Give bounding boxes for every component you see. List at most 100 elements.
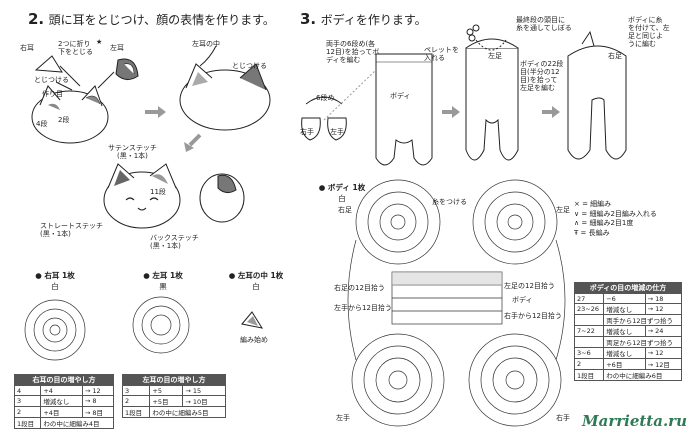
satin-stitch-label: サテンステッチ (黒・1本) [108,144,157,160]
left-inner-label: 左耳の中 [192,40,220,48]
table-cell: 増減なし [603,325,646,337]
eyes-label: 作り目 [42,90,63,98]
straight-stitch-label: ストレートステッチ (黒・1本) [40,222,103,238]
table-cell: → 12 [81,385,115,396]
table-cell: 増減なし [40,395,83,407]
chart-left-leg-label: 左足 [556,206,570,214]
chart-left-hand-label: 左手 [336,414,350,422]
table-row: 2+5目→ 10目 [121,395,226,407]
table-cell: わの中に細編み5目 [149,406,226,418]
table-cell: → 12 [644,347,683,359]
step2-title: 頭に耳をとじつけ、顔の表情を作ります。 [48,13,275,27]
left-inner-caption-title: ● 左耳の中 1枚 [228,271,284,280]
left-pick-label: 左足の12目拾う [504,282,555,290]
right-ear-caption-title: ● 右耳 1枚 [35,271,75,280]
table-cell: 27 [573,293,605,304]
left-inner-caption: ● 左耳の中 1枚 白 [216,270,296,292]
table-row: 27−6→ 18 [573,293,683,304]
left-hand-pick-label: 左手から12目拾う [334,304,392,312]
table-cell [573,336,605,348]
row4-label: 4段 [36,120,48,128]
table-row: 1段目わの中に細編み5目 [121,406,226,418]
row11-label: 11段 [150,188,166,196]
table-row: 1段目わの中に細編み6目 [573,369,682,381]
table-cell: +5 [149,385,184,396]
row6-label: 6段め [316,94,335,102]
table-cell: 増減なし [603,347,646,359]
table-cell: → 18 [644,293,683,304]
table-cell: 増減なし [603,303,646,315]
body-chart-title: ● ボディ 1枚 [318,183,366,192]
table-cell: → 8目 [81,406,115,418]
left-ear-table-header: 左耳の目の増やし方 [122,374,226,386]
table-cell: 1段目 [13,417,42,429]
table-cell: +4目 [40,406,83,418]
table-cell: 両手から12目ずつ拾う [603,314,682,326]
body22-label: ボディの22段 目(半分の12 目)を拾って 左足を編む [520,60,564,92]
stitch-legend: × = 細編み ∨ = 細編み2目編み入れる ∧ = 細編み2目1度 Ŧ = 長… [574,200,657,238]
legend-item: ∨ = 細編み2目編み入れる [574,209,657,218]
body-chart-color: 白 [338,194,346,203]
table-cell: +5目 [149,395,184,407]
attach-yarn-label: 糸をつける [432,198,467,206]
table-row: 2+6目→ 12目 [573,358,683,370]
table-cell: 1段目 [121,406,151,418]
table-cell: +6目 [603,358,646,370]
fold-label: 2つに折り 下をとじる [58,40,93,56]
chart-body-label: ボディ [512,296,533,304]
chart-right-leg-label: 右足 [338,206,352,214]
attach-label: ボディに糸 を付けて、左 足と同じよ うに編む [628,16,670,48]
right-pick-label: 右足の12目拾う [334,284,385,292]
table-cell: 4 [13,385,42,396]
table-cell: 1段目 [573,369,605,381]
hand-right-label: 右手 [300,128,314,136]
pellet-label: ペレットを 入れる [424,46,459,62]
hand-left-label: 左手 [330,128,344,136]
thread-label: 最終段の頭目に 糸を通してしぼる [516,16,572,32]
table-cell: 3 [121,385,151,396]
right-ear-caption: ● 右耳 1枚 白 [20,270,90,292]
left-ear-caption-color: 黒 [159,282,167,291]
step2-heading: 2. 頭に耳をとじつけ、顔の表情を作ります。 [28,10,275,28]
table-cell: → 24 [644,325,683,337]
table-cell: → 10目 [182,395,226,407]
left-leg-label: 左足 [488,52,502,60]
legend-item: Ŧ = 長編み [574,228,610,237]
table-cell: 2 [13,406,42,418]
chart-right-hand-label: 右手 [556,414,570,422]
table-row: 4+4→ 12 [13,385,115,396]
left-inner-caption-color: 白 [252,282,260,291]
row2-label: 2段 [58,116,70,124]
table-cell: わの中に細編み4目 [40,417,114,429]
table-cell: 3 [13,395,42,407]
table-cell: → 15 [182,385,226,396]
right-hand-pick-label: 右手から12目拾う [504,312,562,320]
watermark: Marrietta.ru [582,412,687,430]
table-cell: 3~6 [573,347,605,359]
pick-hands-label: 両手の6段め(各 12目)を拾ってボ ディを編む [326,40,380,64]
step3-heading: 3. ボディを作ります。 [300,10,427,28]
table-cell: → 12 [644,303,683,315]
step3-number: 3. [300,10,317,28]
sew-label-2: とじつける [232,62,267,70]
table-row: 3+5→ 15 [121,385,226,396]
table-row: 1段目わの中に細編み4目 [13,417,114,429]
step2-number: 2. [28,10,45,28]
right-ear-label: 右耳 [20,44,34,52]
table-cell: → 12目 [644,358,683,370]
left-ear-label: 左耳 [110,44,124,52]
body-label: ボディ [390,92,411,100]
right-ear-caption-color: 白 [51,282,59,291]
step3-title: ボディを作ります。 [320,13,427,27]
table-cell: +4 [40,385,83,396]
legend-item: ∧ = 細編み2目1度 [574,219,634,227]
table-row: 両手から12目ずつ拾う [573,314,682,326]
table-cell: 7~22 [573,325,605,337]
table-cell: わの中に細編み6目 [603,369,682,381]
left-ear-caption: ● 左耳 1枚 黒 [128,270,198,292]
